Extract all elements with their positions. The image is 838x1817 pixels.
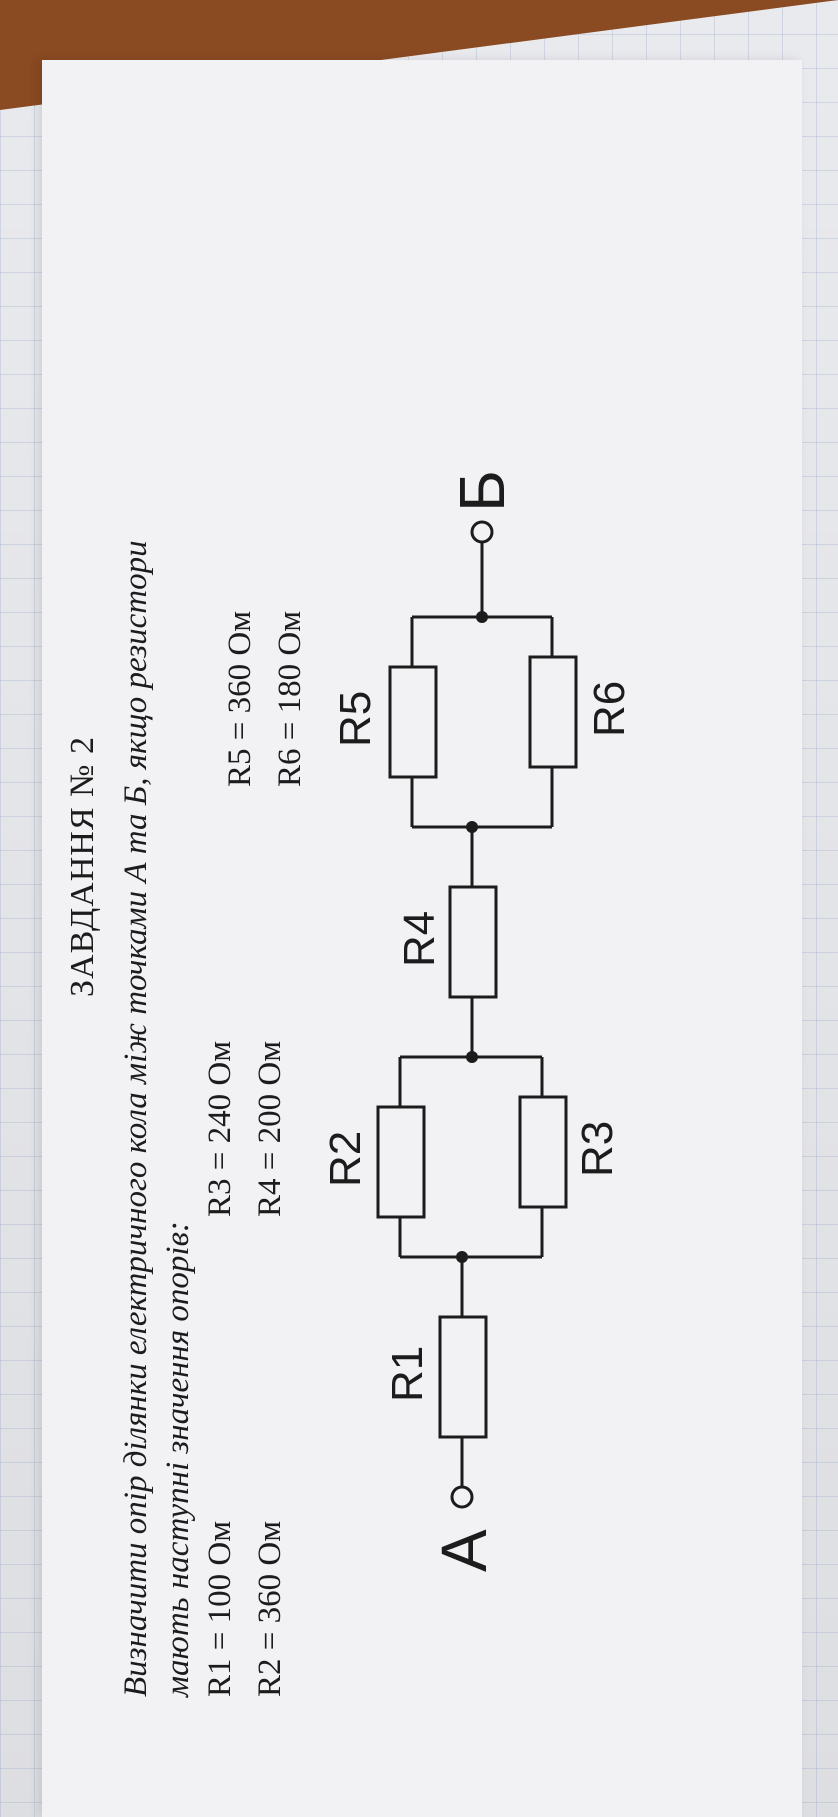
terminal-b (470, 520, 494, 544)
label-r3: R3 (573, 1121, 622, 1177)
circuit-diagram: А Б R1 R2 R3 R4 R5 R6 (321, 470, 634, 1572)
junction-node-3 (466, 821, 478, 833)
label-r6: R6 (585, 681, 634, 737)
label-point-b: Б (446, 470, 518, 512)
junction-node-1 (456, 1251, 468, 1263)
resistor-r4 (448, 885, 498, 999)
junction-node-2 (466, 1051, 478, 1063)
resistor-r6 (528, 655, 578, 769)
junction-node-4 (476, 611, 488, 623)
resistor-r1 (438, 1315, 488, 1439)
label-r2: R2 (321, 1131, 370, 1187)
label-r4: R4 (395, 911, 444, 967)
resistor-r3 (518, 1095, 568, 1209)
resistor-r5 (388, 665, 438, 779)
worksheet-page: ЗАВДАННЯ № 2 Визначити опір ділянки елек… (42, 60, 802, 1817)
terminal-a (450, 1485, 474, 1509)
label-r5: R5 (331, 691, 380, 747)
label-point-a: А (428, 1529, 500, 1572)
label-r1: R1 (383, 1346, 432, 1402)
rotated-content: ЗАВДАННЯ № 2 Визначити опір ділянки елек… (42, 60, 802, 1817)
resistor-r2 (376, 1105, 426, 1219)
